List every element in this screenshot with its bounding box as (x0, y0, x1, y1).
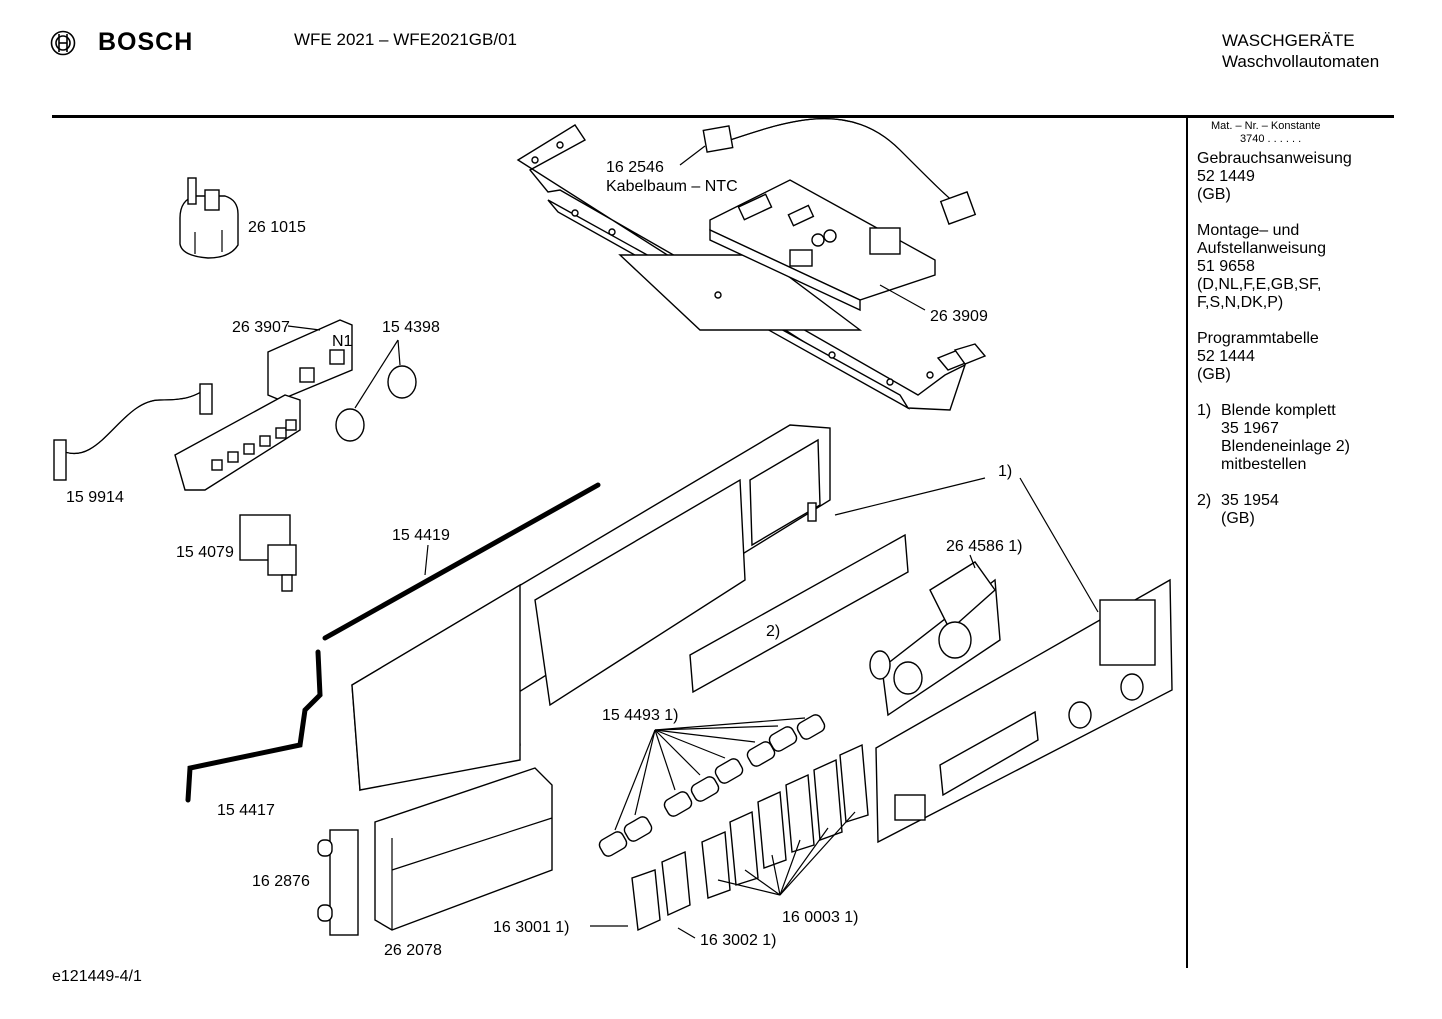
label-16-3001: 16 3001 1) (493, 919, 570, 936)
doc-lang: (D,NL,F,E,GB,SF, (1197, 276, 1322, 293)
panel-insert (689, 533, 909, 694)
leader-26-3907 (287, 325, 321, 331)
doc-title: Aufstellanweisung (1197, 240, 1326, 257)
leader-1 (834, 477, 986, 516)
leader-1 (1019, 477, 1099, 613)
leaders-16-0003 (717, 811, 856, 896)
part-16-2546 (702, 118, 977, 225)
part-26-3907 (174, 319, 353, 491)
leader-15-4398 (397, 339, 401, 366)
part-16-2876 (317, 829, 359, 936)
doc-user-manual: Gebrauchsanweisung 52 1449 (GB) (1197, 150, 1352, 204)
category-line-2: Waschvollautomaten (1222, 52, 1380, 71)
label-16-0003: 16 0003 1) (782, 909, 859, 926)
leader-26-4586 (969, 554, 976, 569)
label-15-4419: 15 4419 (392, 527, 450, 544)
label-n1: N1 (332, 333, 353, 350)
exploded-view-diagram: 26 1015 16 2546 Kabelbaum – NTC 26 3909 (53, 118, 1173, 959)
front-fascia (875, 578, 1173, 844)
part-26-3909 (709, 179, 936, 312)
bracket (516, 124, 987, 411)
footnote-text: (GB) (1221, 510, 1255, 527)
doc-title: Gebrauchsanweisung (1197, 150, 1352, 167)
mat-value: 3740 . . . . . . (1240, 133, 1302, 145)
label-15-9914: 15 9914 (66, 489, 124, 506)
leader-26-3909 (879, 284, 926, 311)
leader-15-4398 (354, 339, 399, 409)
label-26-3907: 26 3907 (232, 319, 290, 336)
part-26-4586 (869, 561, 1001, 717)
part-15-4079 (239, 514, 297, 592)
label-15-4417: 15 4417 (217, 802, 275, 819)
push-buttons (631, 743, 869, 932)
model-title: WFE 2021 – WFE2021GB/01 (294, 30, 517, 49)
footnote-text: 35 1954 (1221, 492, 1279, 509)
label-26-3909: 26 3909 (930, 308, 988, 325)
part-15-4417 (185, 649, 323, 803)
footnote-text: Blende komplett (1221, 402, 1336, 419)
footnote-2: 2) 35 1954 (GB) (1197, 492, 1352, 528)
category-line-1: WASCHGERÄTE (1222, 31, 1355, 50)
doc-lang: (GB) (1197, 366, 1231, 383)
label-16-3002: 16 3002 1) (700, 932, 777, 949)
doc-title: Programmtabelle (1197, 330, 1319, 347)
doc-lang: (GB) (1197, 186, 1231, 203)
drawing-id: e121449-4/1 (52, 968, 142, 985)
frame-outline (351, 583, 521, 791)
footnote-1: 1) Blende komplett 35 1967 Blendeneinlag… (1197, 402, 1352, 474)
doc-lang: F,S,N,DK,P) (1197, 294, 1284, 311)
footnote-text: 35 1967 (1221, 420, 1279, 437)
part-15-4493 (598, 714, 826, 857)
label-ref-1: 1) (998, 463, 1012, 480)
footnote-text: Blendeneinlage 2) (1221, 438, 1350, 455)
label-16-2876: 16 2876 (252, 873, 310, 890)
part-26-1015 (179, 177, 239, 259)
doc-number: 52 1449 (1197, 168, 1255, 185)
part-15-4419 (322, 482, 601, 641)
label-26-4586: 26 4586 1) (946, 538, 1023, 555)
label-15-4079: 15 4079 (176, 544, 234, 561)
part-26-2078 (374, 767, 553, 931)
mat-header: Mat. – Nr. – Konstante (1211, 120, 1321, 132)
leaders-15-4493 (614, 717, 806, 831)
label-15-4493: 15 4493 1) (602, 707, 679, 724)
doc-title: Montage– und (1197, 222, 1300, 239)
label-ref-2: 2) (766, 623, 780, 640)
part-15-4398 (335, 365, 417, 442)
part-15-9914 (53, 383, 213, 481)
leader-16-3002 (677, 927, 696, 939)
label-kabelbaum: Kabelbaum – NTC (606, 178, 738, 195)
bosch-logo-icon (50, 30, 76, 55)
doc-number: 51 9658 (1197, 258, 1255, 275)
footnote-marker: 1) (1197, 402, 1212, 419)
brand-name: BOSCH (98, 28, 194, 56)
doc-installation: Montage– und Aufstellanweisung 51 9658 (… (1197, 222, 1352, 312)
header-divider (52, 115, 1394, 118)
sidebar-divider (1186, 118, 1188, 968)
label-16-2546: 16 2546 (606, 159, 664, 176)
brand: BOSCH (50, 28, 193, 57)
leader-15-4419 (424, 544, 429, 576)
doc-number: 52 1444 (1197, 348, 1255, 365)
footnote-text: mitbestellen (1221, 456, 1307, 473)
label-26-1015: 26 1015 (248, 219, 306, 236)
sidebar: Mat. – Nr. – Konstante 3740 . . . . . . … (1197, 120, 1352, 528)
label-15-4398: 15 4398 (382, 319, 440, 336)
category: WASCHGERÄTE Waschvollautomaten (1222, 30, 1379, 72)
footnote-marker: 2) (1197, 492, 1212, 509)
leader-16-2546 (679, 145, 706, 166)
doc-program-table: Programmtabelle 52 1444 (GB) (1197, 330, 1352, 384)
label-26-2078: 26 2078 (384, 942, 442, 959)
